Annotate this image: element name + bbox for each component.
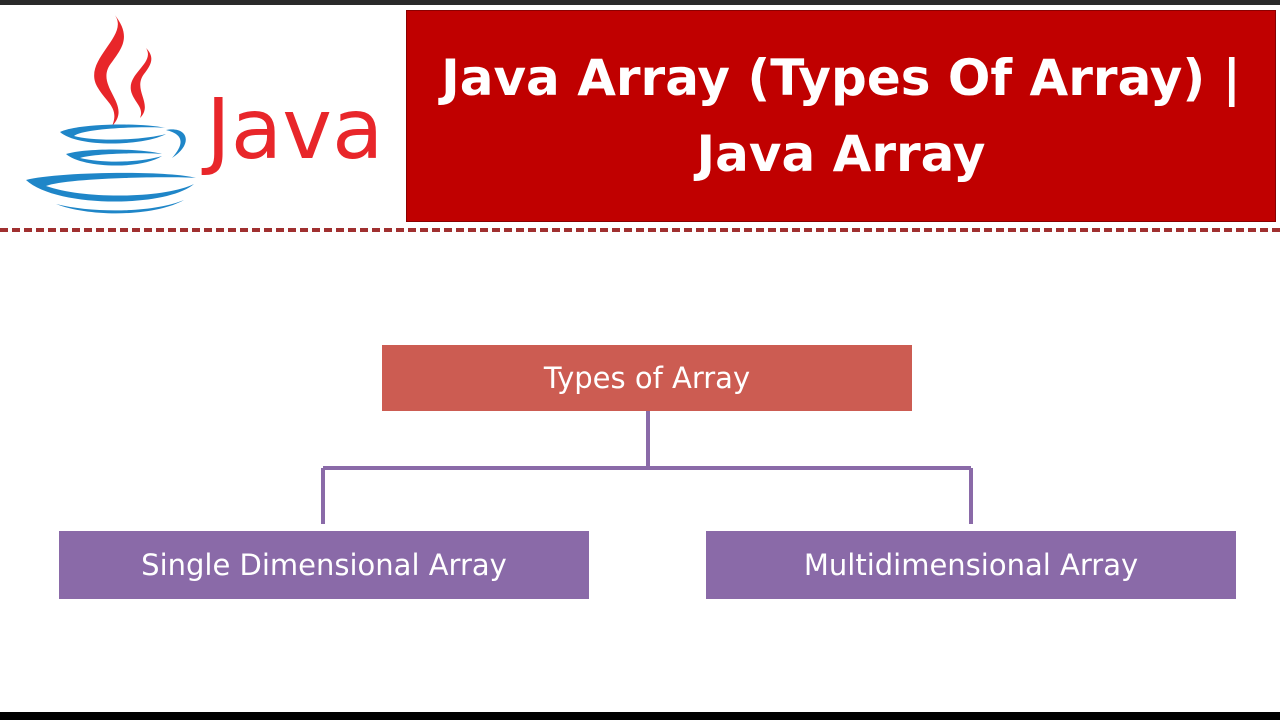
node-multidimensional: Multidimensional Array <box>706 531 1236 599</box>
node-types-of-array: Types of Array <box>382 345 912 411</box>
java-cup-logo-icon: Java <box>26 14 383 214</box>
title-line-2: Java Array <box>696 125 986 183</box>
title-line-1: Java Array (Types Of Array) | <box>441 49 1241 107</box>
dashed-divider <box>0 228 1280 232</box>
java-wordmark: Java <box>201 80 383 178</box>
node-label: Multidimensional Array <box>803 548 1139 582</box>
node-single-dimensional: Single Dimensional Array <box>59 531 589 599</box>
java-logo: Java <box>16 8 396 218</box>
page-title: Java Array (Types Of Array) | Java Array <box>441 40 1241 192</box>
top-border <box>0 0 1280 5</box>
title-banner: Java Array (Types Of Array) | Java Array <box>406 10 1276 222</box>
node-label: Single Dimensional Array <box>141 548 507 582</box>
node-label: Types of Array <box>543 361 751 395</box>
